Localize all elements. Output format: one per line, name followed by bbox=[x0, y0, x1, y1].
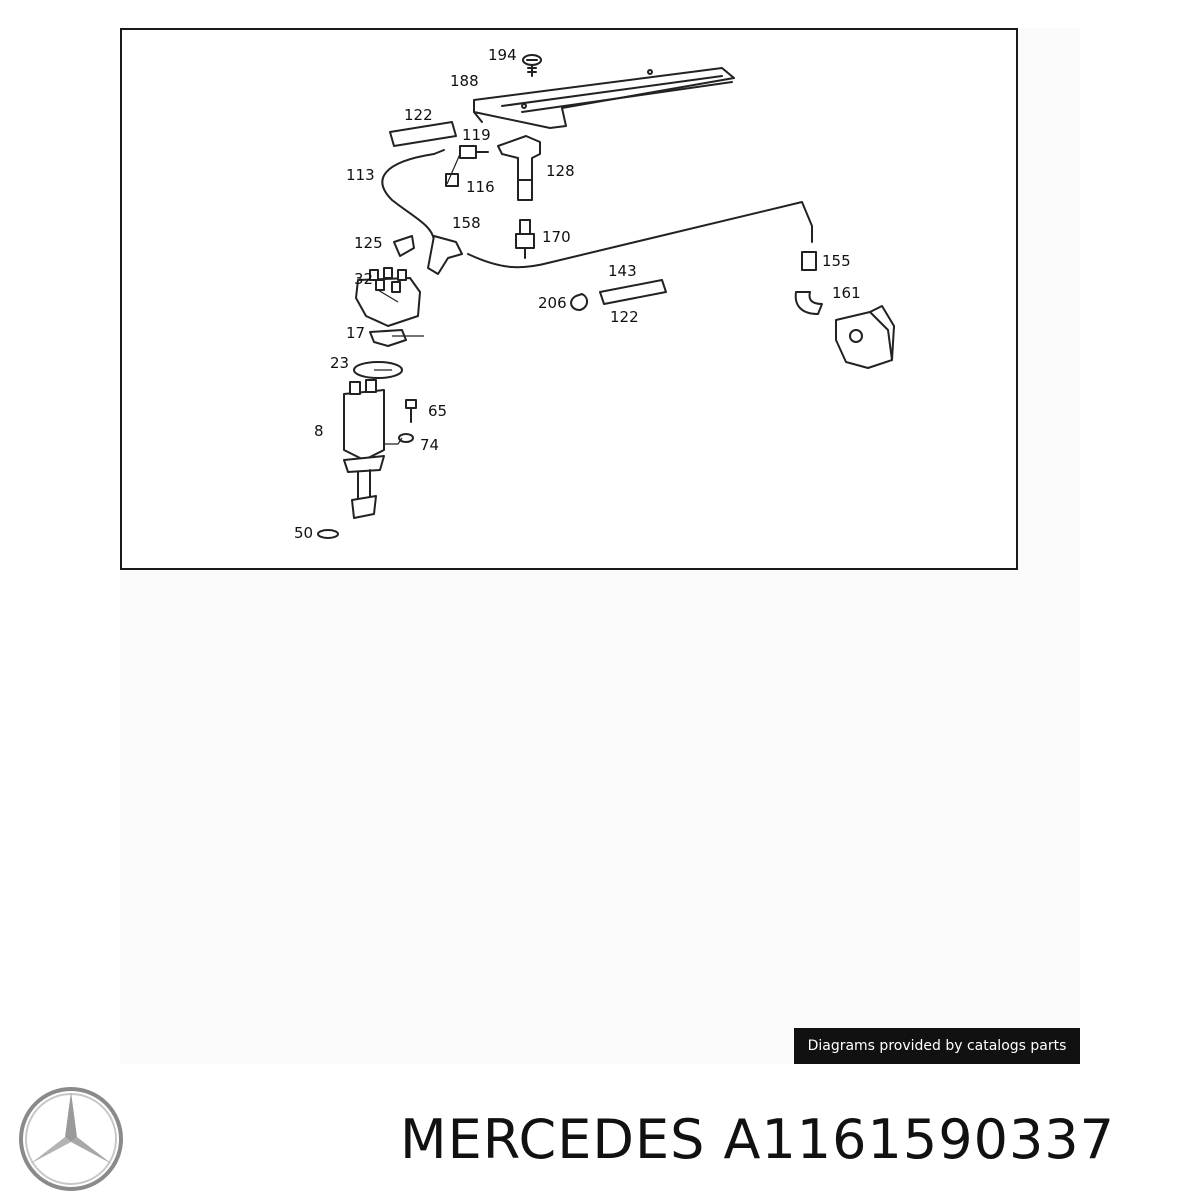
ignition-coil-part bbox=[835, 305, 895, 369]
callout-119: 119 bbox=[462, 126, 491, 144]
washer-74-part bbox=[398, 433, 414, 443]
screw-65-part bbox=[405, 399, 417, 423]
exploded-view-drawing: 194 188 122 119 128 113 116 125 158 170 … bbox=[294, 46, 895, 542]
diagram-credit-badge: Diagrams provided by catalogs parts bbox=[794, 1028, 1080, 1064]
hose-122-lower-part bbox=[599, 279, 667, 305]
callout-122-bottom: 122 bbox=[610, 308, 639, 326]
plug-boot-128-part bbox=[497, 135, 541, 201]
bolt-194-part bbox=[522, 54, 542, 77]
callout-122-top: 122 bbox=[404, 106, 433, 124]
clip-116-part bbox=[445, 173, 459, 187]
callout-206: 206 bbox=[538, 294, 567, 312]
callout-155: 155 bbox=[822, 252, 851, 270]
clamp-206-part bbox=[570, 293, 588, 311]
elbow-161-part bbox=[794, 291, 823, 315]
callout-128: 128 bbox=[546, 162, 575, 180]
callout-17: 17 bbox=[346, 324, 365, 342]
spark-plug-170-part bbox=[515, 219, 535, 259]
cover-rail-188-part bbox=[473, 67, 735, 129]
callout-32: 32 bbox=[354, 270, 373, 288]
hose-122-part bbox=[389, 121, 457, 147]
connector-158-part bbox=[427, 235, 463, 275]
callout-161: 161 bbox=[832, 284, 861, 302]
connector-119-part bbox=[459, 145, 489, 159]
cap-125-part bbox=[393, 235, 415, 257]
callout-113: 113 bbox=[346, 166, 375, 184]
rotor-17-part bbox=[369, 329, 407, 347]
callout-158: 158 bbox=[452, 214, 481, 232]
callout-23: 23 bbox=[330, 354, 349, 372]
mercedes-star-icon bbox=[19, 1087, 123, 1191]
callout-8: 8 bbox=[314, 422, 324, 440]
wire-113-part bbox=[381, 153, 435, 241]
callout-143: 143 bbox=[608, 262, 637, 280]
callout-125: 125 bbox=[354, 234, 383, 252]
distributor-8-part bbox=[343, 379, 385, 519]
callout-170: 170 bbox=[542, 228, 571, 246]
callout-116: 116 bbox=[466, 178, 495, 196]
boot-155-part bbox=[801, 251, 817, 271]
callout-65: 65 bbox=[428, 402, 447, 420]
distributor-cap-32-part bbox=[355, 267, 421, 327]
callout-188: 188 bbox=[450, 72, 479, 90]
callout-74: 74 bbox=[420, 436, 439, 454]
part-number-title: MERCEDES A1161590337 bbox=[400, 1108, 1116, 1171]
callout-194: 194 bbox=[488, 46, 517, 64]
wire-143-part bbox=[467, 201, 813, 269]
parts-diagram: 194 188 122 119 128 113 116 125 158 170 … bbox=[120, 28, 1018, 570]
seal-50-part bbox=[317, 529, 339, 539]
callout-50: 50 bbox=[294, 524, 313, 542]
